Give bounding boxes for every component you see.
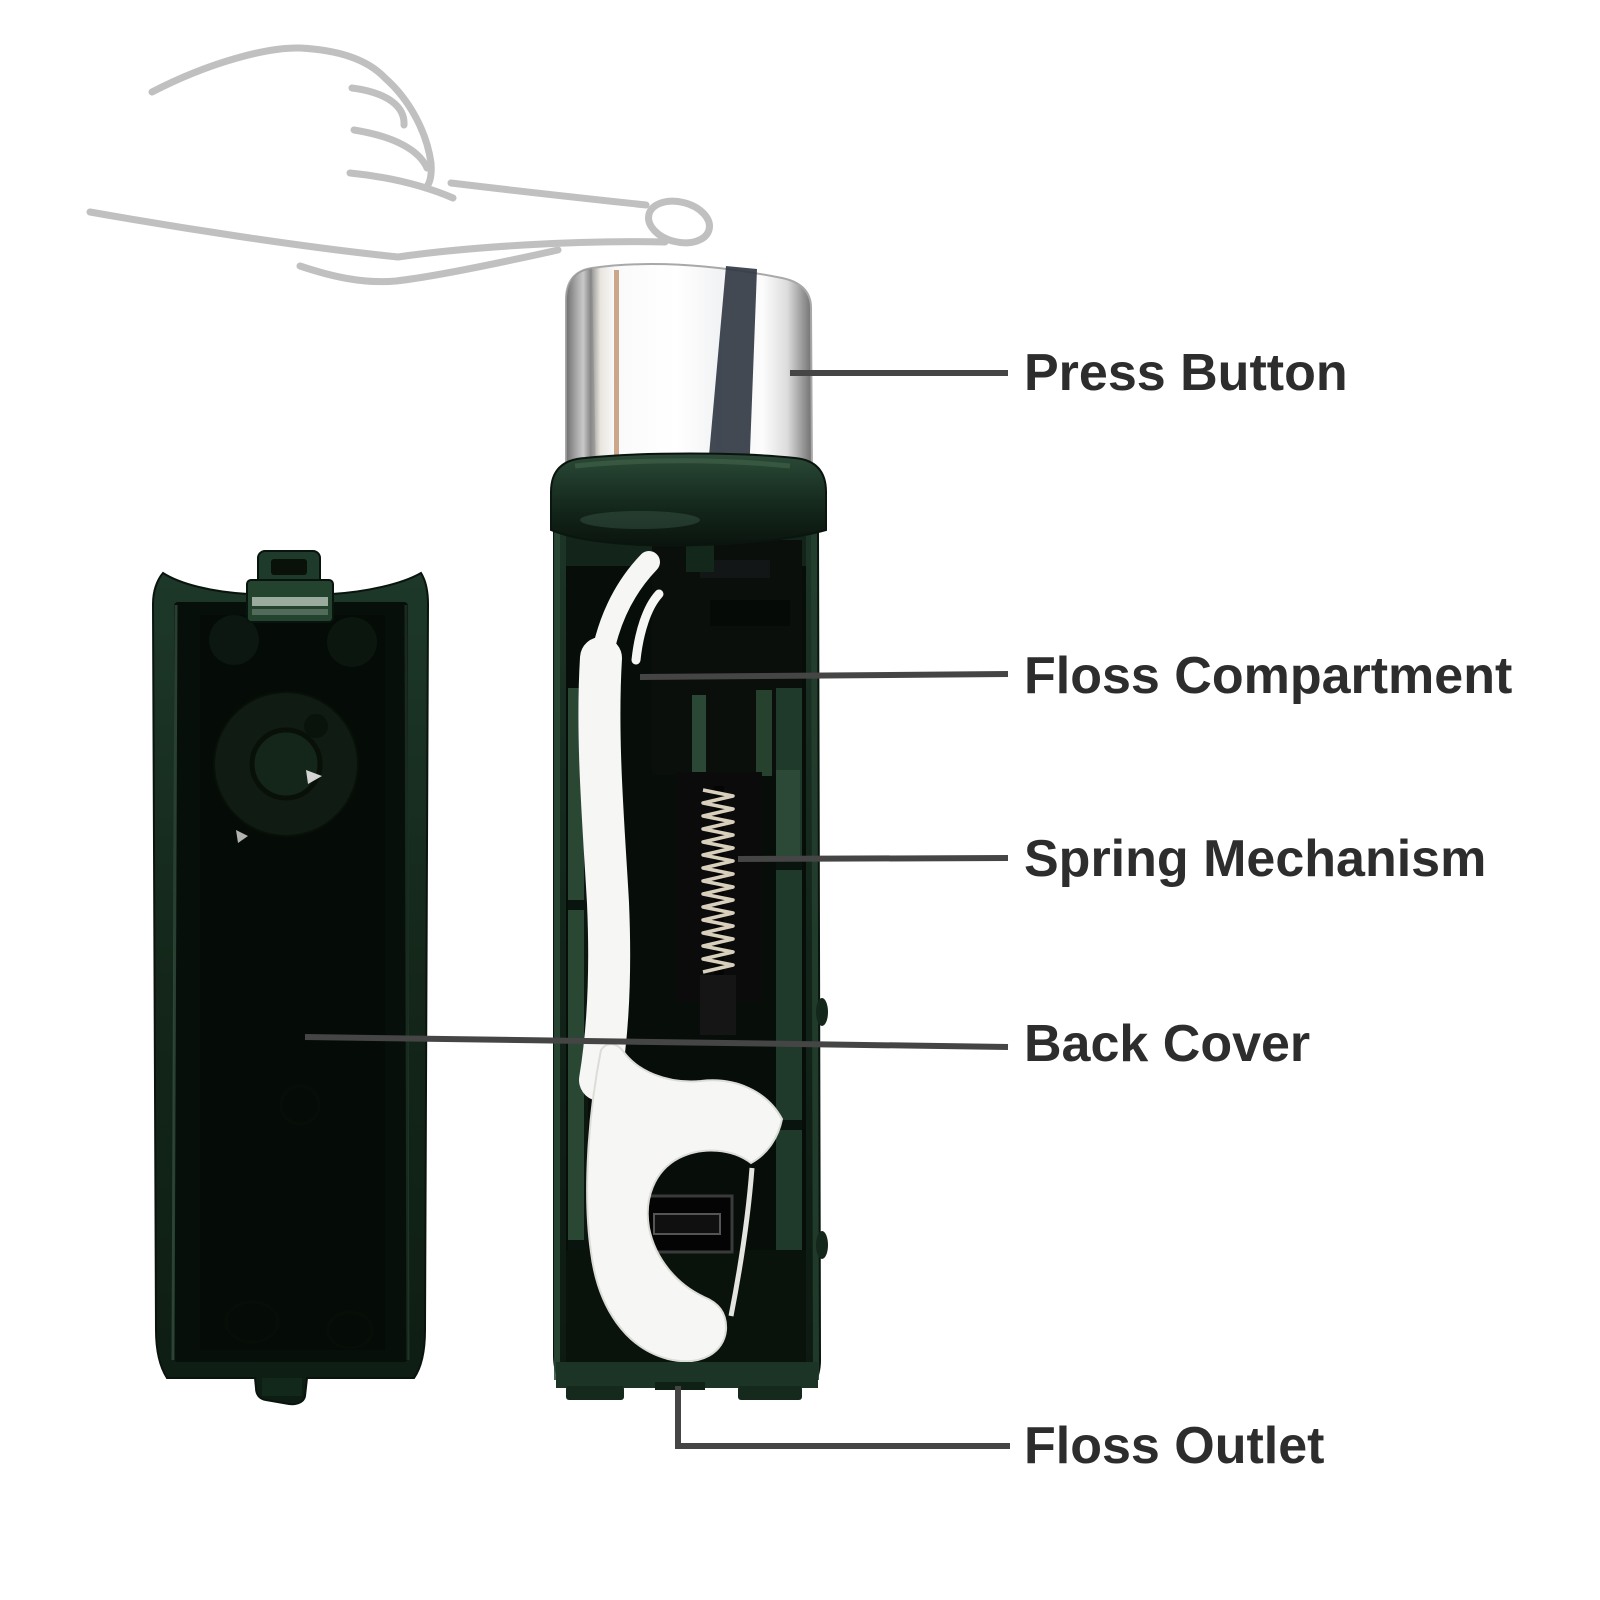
left-rail-notch-2	[568, 1240, 588, 1250]
back-cover-right-edge-highlight	[404, 604, 410, 1361]
device-foot-right	[738, 1386, 802, 1400]
right-rail-notch-1	[776, 860, 802, 870]
press-button-copper-line	[614, 270, 619, 476]
spring-mechanism-part	[676, 772, 762, 1035]
back-cover-leader-line	[304, 1034, 1009, 1050]
back-cover-dial	[213, 691, 359, 843]
collar-highlight	[574, 458, 791, 469]
label-spring-mechanism: Spring Mechanism	[1024, 830, 1487, 888]
hand-finger-crease-1	[348, 84, 408, 129]
compartment-reflection	[700, 560, 770, 578]
cover-emboss-circle-1	[224, 1300, 280, 1344]
back-cover-clip-tab	[246, 550, 334, 623]
spring-plunger	[700, 975, 736, 1035]
cover-boss-left	[209, 615, 259, 665]
device-foot-left	[566, 1386, 624, 1400]
floss-pick-part	[578, 551, 784, 1363]
index-finger-top	[447, 179, 650, 209]
dial-white-mark-1	[306, 770, 322, 784]
device-right-wall-highlight	[811, 531, 819, 1381]
dial-white-mark-2	[236, 830, 248, 843]
floss-compartment-leader-line	[639, 671, 1009, 680]
label-floss-outlet: Floss Outlet	[1024, 1417, 1325, 1475]
right-rail-latch	[776, 770, 800, 860]
spring-rod	[714, 786, 724, 978]
hinge-nub-2	[816, 1231, 828, 1259]
right-rail-notch-2	[776, 1120, 802, 1130]
left-rail-notch-1	[568, 900, 588, 910]
hand-heel-line	[296, 246, 562, 286]
pointing-hand-illustration	[86, 44, 713, 286]
press-button-chrome	[565, 263, 814, 481]
outlet-slot-window	[640, 1194, 734, 1254]
back-cover-left-edge-highlight	[171, 604, 178, 1361]
label-back-cover: Back Cover	[1024, 1015, 1311, 1073]
left-rail	[568, 688, 588, 1378]
label-floss-compartment: Floss Compartment	[1024, 647, 1513, 705]
hand-outline	[148, 44, 435, 192]
spring-channel-right-wall	[756, 690, 772, 776]
cover-emboss-circle-2	[326, 1310, 374, 1350]
floss-pick-handle	[578, 637, 631, 1101]
back-cover-bottom-tab	[262, 1378, 302, 1396]
cover-emboss-ring	[279, 1084, 321, 1126]
press-button-part	[565, 263, 814, 481]
spring-mechanism-leader-line	[737, 855, 1009, 862]
floss-pick-handle-hook	[631, 589, 664, 665]
compartment-shadow	[710, 600, 790, 626]
label-press-button: Press Button	[1024, 344, 1348, 402]
spring-channel-left-wall	[692, 695, 706, 775]
collar-gloss	[580, 511, 700, 529]
hinge-nub-1	[816, 998, 828, 1026]
device-bottom-base	[556, 1362, 818, 1400]
cover-boss-right	[327, 617, 377, 667]
press-button-left-shade	[566, 268, 596, 480]
device-collar	[550, 452, 827, 547]
index-finger-bottom	[86, 208, 669, 261]
floss-outlet-leader-line	[675, 1386, 1010, 1449]
hand-finger-crease-2	[350, 126, 431, 172]
spring-coil	[701, 788, 735, 974]
floss-pick-head	[586, 1043, 784, 1363]
back-cover-part	[151, 550, 430, 1406]
device-body-part	[550, 452, 828, 1400]
press-button-dark-streak	[707, 266, 757, 478]
floss-strand	[728, 1167, 755, 1317]
fingertip-nail	[645, 197, 713, 247]
hand-finger-crease-3	[346, 169, 457, 202]
leader-lines	[304, 370, 1010, 1449]
